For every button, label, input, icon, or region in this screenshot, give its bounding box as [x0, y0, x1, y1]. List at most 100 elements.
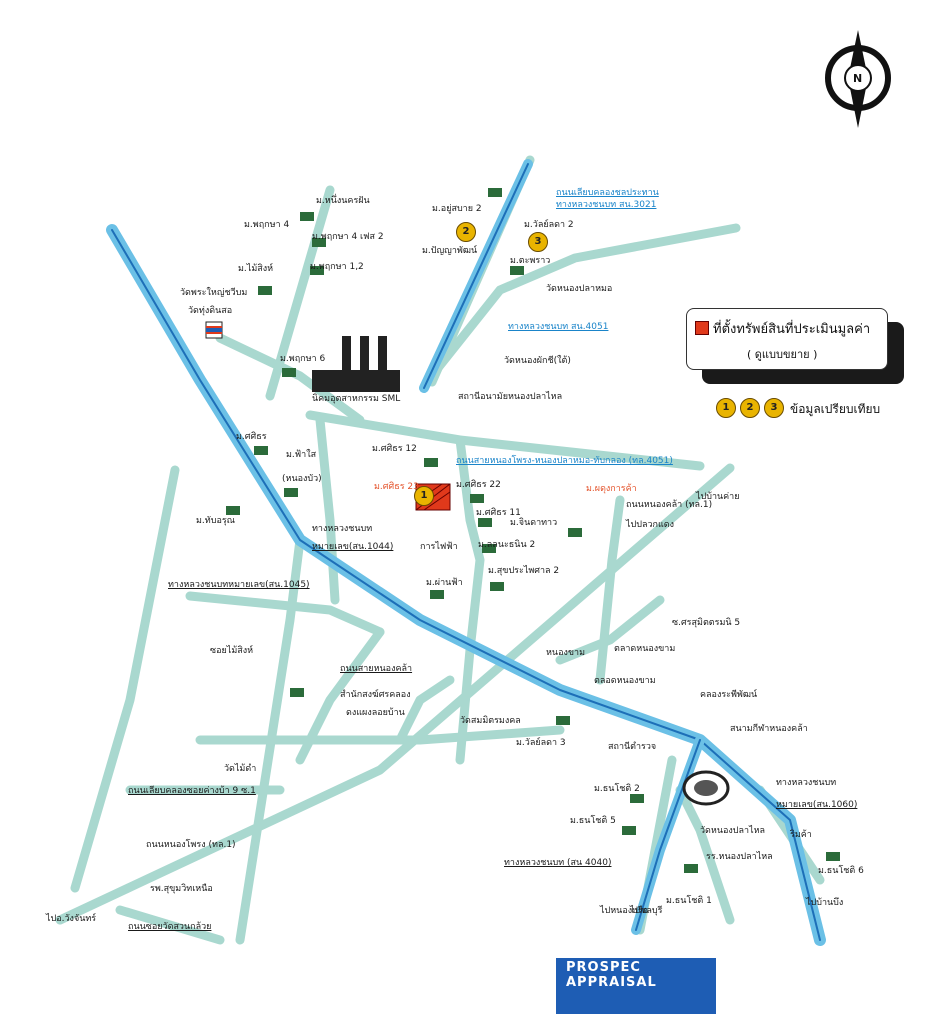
road-east-branch — [555, 595, 665, 665]
label-mu-pruksa4-phase2: ม.พฤกษา 4 เฟส 2 — [312, 232, 384, 242]
canal-main-core — [111, 229, 821, 941]
north-arrow-icon: N — [822, 28, 894, 128]
label-to-ban-khlong: ไปบ้านค่าย — [696, 492, 740, 502]
label-road-highway1: ถนนหนองโพรง (ทล.1) — [146, 840, 236, 850]
road-saksri — [455, 435, 485, 765]
legend-comparables-label: ข้อมูลเปรียบเทียบ — [790, 402, 881, 416]
label-wat-pho: วัดสมมิตรมงคล — [460, 716, 521, 726]
label-market: ตลาดหนองขาม — [614, 644, 676, 654]
label-golf: สนามกีฬาหนองคล้า — [730, 724, 808, 734]
label-to-ban-klang: ไปหนองปรือ — [600, 906, 649, 916]
label-road-3021: ถนนเลียบคลองชลประทาน — [556, 188, 659, 198]
label-road-soi9: ถนนเลียบคลองซอยค่างบ้า 9 ซ.1 — [128, 786, 256, 796]
label-mu-thon-chai6: ม.ธนโชติ 6 — [818, 866, 864, 876]
label-mu-lanka2: ม.ลลนะธนิน 2 — [478, 540, 536, 550]
road-lines — [55, 155, 825, 945]
label-mu-saksri11: ม.ศศิธร 11 — [476, 508, 521, 518]
label-nong-ban: (หนองบัว) — [282, 474, 322, 484]
label-mu-thai-sai: ม.ฟ้าใส — [286, 450, 317, 460]
label-mu-pruksa4: ม.พฤกษา 4 — [244, 220, 290, 230]
legend-subject-swatch — [695, 321, 709, 335]
road-1045 — [185, 591, 385, 637]
comparable-marker-3: 3 — [528, 232, 548, 252]
label-mu-yusabai2: ม.อยู่สบาย 2 — [432, 204, 482, 214]
label-wat-tum: วัดทุ่งดินสอ — [188, 306, 233, 316]
label-soi-wat: ถนนซอยวัดสวนกล้วย — [128, 922, 212, 932]
road-wat-south — [395, 675, 455, 745]
label-mu-khlong-pracha: ม.ปัญญาพัฒน์ — [422, 246, 478, 256]
label-wat-mai-dam: วัดไม้ดำ — [224, 764, 257, 774]
label-mu-thon-chai2: ม.ธนโชติ 2 — [594, 784, 640, 794]
label-road-4040: ทางหลวงชนบท (สน 4040) — [504, 858, 612, 868]
legend-subject-label: ที่ตั้งทรัพย์สินที่ประเมินมูลค่า — [713, 322, 871, 337]
label-wat-phra: วัดพระใหญ่ชวีบม — [180, 288, 248, 298]
label-to-chonburi: ไปชลบุรี — [630, 906, 663, 916]
label-mu-saksri23: ม.ศศิธร 23 — [374, 482, 419, 492]
label-nong-phak: ดงแผงลอยบ้าน — [346, 708, 405, 718]
road-1044-north — [315, 415, 340, 605]
label-health-station: สถานีอนามัยหนองปลาไหล — [458, 392, 563, 402]
label-police: ตลอดหนองขาม — [594, 676, 656, 686]
label-mu-saksri22: ม.ศศิธร 22 — [456, 480, 501, 490]
label-mu-chintana: ม.จินดาทาว — [510, 518, 558, 528]
label-school2: รร.หนองปลาไหล — [706, 852, 773, 862]
label-electric: การไฟฟ้า — [420, 542, 458, 552]
label-gas-station: สถานีตำรวจ — [608, 742, 657, 752]
road-phet — [295, 627, 385, 765]
label-road-tambon: ถนนหนองคล้า (ทล.1) — [626, 500, 713, 510]
comparable-marker-1: 1 — [414, 486, 434, 506]
label-mu-soi5: ซ.ศรสุมิตตรมนิ 5 — [672, 618, 741, 628]
logo-text: PROSPEC APPRAISAL — [566, 960, 657, 990]
legend-comparable-2: 2 — [740, 398, 760, 418]
label-mu-pruksa6: ม.พฤกษา 6 — [280, 354, 326, 364]
road-bottom-west — [115, 905, 225, 945]
canal-north-core — [423, 163, 529, 389]
label-mu-saksri12: ม.ศศิธร 12 — [372, 444, 417, 454]
label-mu-saksri: ม.ศศิธร — [236, 432, 267, 442]
label-wat-nong-phak-chi: วัดหนองผักชี(ใต้) — [504, 356, 571, 366]
label-mu-nakhon-fan: ม.หนึ่งนครฝัน — [316, 196, 370, 206]
label-mu-mai-sing: ม.ไม้สิงห์ — [238, 264, 274, 274]
label-mu-kasara: ม.ตะพราว — [510, 256, 551, 266]
legend-comparable-3: 3 — [764, 398, 784, 418]
label-road-1044a: ทางหลวงชนบท — [312, 524, 373, 534]
label-road-nong-kham: ถนนสายหนองคล้า — [340, 664, 413, 674]
label-wat-nong-pla-mo: วัดหนองปลาหมอ — [546, 284, 613, 294]
label-mu-thon-chai5: ม.ธนโชติ 5 — [570, 816, 616, 826]
flag-icon — [205, 321, 223, 339]
road-west-horizontal — [195, 725, 565, 745]
label-road-1044b: หมายเลข(สน.1044) — [312, 542, 394, 552]
village-icons — [226, 188, 840, 873]
label-soi-mai-sing: ซอยไม้สิงห์ — [210, 646, 254, 656]
label-mu-wanlada2: ม.วัลย์ลดา 2 — [524, 220, 574, 230]
road-south-west — [235, 535, 305, 945]
label-to-kanchanaburi: ไปบ้านบึง — [806, 898, 844, 908]
label-mu-phanun: ม.ผ่านฟ้า — [426, 578, 463, 588]
label-road-1060a: ทางหลวงชนบท — [776, 778, 837, 788]
label-wat-nong-khlong: วัดหนองปลาไหล — [700, 826, 766, 836]
north-arrow-graphic — [825, 30, 891, 128]
legend-box: ที่ตั้งทรัพย์สินที่ประเมินมูลค่า ( ดูแบบ… — [686, 308, 888, 370]
prospec-logo: PROSPEC APPRAISAL — [556, 958, 716, 1014]
canal-lines — [106, 159, 826, 946]
label-road-3021b: ทางหลวงชนบท สน.3021 — [556, 200, 657, 210]
label-mu-sukpracha2: ม.สุขประไพศาล 2 — [488, 566, 560, 576]
label-road-4051: ถนนสายหนองโพรง-หนองปลาหมอ-ทับกลอง (ทล.40… — [456, 456, 673, 466]
label-to-rayong: ไปอ.วังจันทร์ — [46, 914, 97, 924]
road-wat-thum — [215, 333, 365, 425]
legend-subject-sub: ( ดูแบบขยาย ) — [747, 348, 818, 361]
label-road-1060b: หมายเลข(สน.1060) — [776, 800, 858, 810]
north-label: N — [853, 72, 863, 85]
label-mu-pruksa12: ม.พฤกษา 1,2 — [310, 262, 364, 272]
comparable-marker-2: 2 — [456, 222, 476, 242]
label-mu-thon-chai1: ม.ธนโชติ 1 — [666, 896, 712, 906]
label-school: หนองขาม — [546, 648, 586, 658]
label-to-pluak-daeng: ไปปลวกแดง — [626, 520, 675, 530]
legend-comparable-1: 1 — [716, 398, 736, 418]
label-wat-suan: สำนักสงฆ์ศรคลอง — [340, 690, 411, 700]
factory-icon — [312, 336, 400, 392]
label-mu-wanlada3: ม.วัลย์ลดา 3 — [516, 738, 566, 748]
roundabout-icon — [682, 770, 730, 806]
label-road-1045: ทางหลวงชนบทหมายเลข(สน.1045) — [168, 580, 310, 590]
